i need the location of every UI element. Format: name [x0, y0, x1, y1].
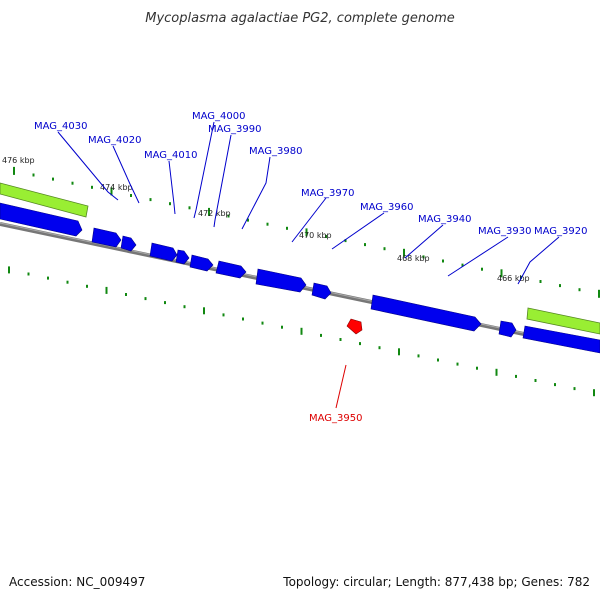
region-bar-left	[0, 182, 89, 218]
gene-label: MAG_3920	[534, 226, 588, 237]
gene-arrow	[120, 235, 137, 252]
scale-labels: 476 kbp 474 kbp 472 kbp 470 kbp 468 kbp …	[2, 156, 530, 283]
region-bar-right	[526, 307, 600, 335]
gene-arrow	[189, 254, 214, 272]
gene-label: MAG_4010	[144, 150, 198, 161]
gene-arrow	[311, 282, 332, 300]
gene-label: MAG_3950	[309, 413, 363, 424]
gene-label: MAG_3960	[360, 202, 414, 213]
gene-label: MAG_3940	[418, 214, 472, 225]
forward-genes	[0, 202, 600, 354]
gene-label: MAG_4000	[192, 111, 246, 122]
gene-arrow	[175, 249, 190, 265]
gene-labels: MAG_4030 MAG_4020 MAG_4010 MAG_4000 MAG_…	[34, 111, 588, 424]
gene-label: MAG_3990	[208, 124, 262, 135]
gene-arrow	[498, 320, 517, 338]
scale-label: 474 kbp	[100, 183, 133, 192]
scale-label: 466 kbp	[497, 274, 530, 283]
scale-label: 472 kbp	[198, 209, 231, 218]
gene-arrow	[91, 227, 122, 248]
accession-text: Accession: NC_009497	[9, 575, 145, 589]
map-title: Mycoplasma agalactiae PG2, complete geno…	[145, 11, 455, 26]
gene-arrow	[149, 242, 178, 262]
scale-label: 468 kbp	[397, 254, 430, 263]
outer-tick-row	[13, 166, 600, 298]
gene-arrow	[370, 294, 482, 332]
gene-arrow	[0, 202, 83, 237]
reverse-label-connector	[335, 364, 347, 409]
gene-label: MAG_3980	[249, 146, 303, 157]
reverse-gene-arrow	[346, 318, 363, 335]
gene-label: MAG_4020	[88, 135, 142, 146]
scale-label: 470 kbp	[299, 231, 332, 240]
scale-label: 476 kbp	[2, 156, 35, 165]
inner-tick-row	[8, 266, 595, 397]
region-bars	[0, 182, 600, 335]
genome-summary-text: Topology: circular; Length: 877,438 bp; …	[282, 575, 590, 589]
gene-label: MAG_3930	[478, 226, 532, 237]
gene-label: MAG_4030	[34, 121, 88, 132]
gene-arrow	[215, 260, 247, 279]
label-connectors	[57, 121, 560, 285]
gene-arrow	[522, 325, 600, 354]
gene-arrow	[255, 268, 307, 293]
gene-label: MAG_3970	[301, 188, 355, 199]
